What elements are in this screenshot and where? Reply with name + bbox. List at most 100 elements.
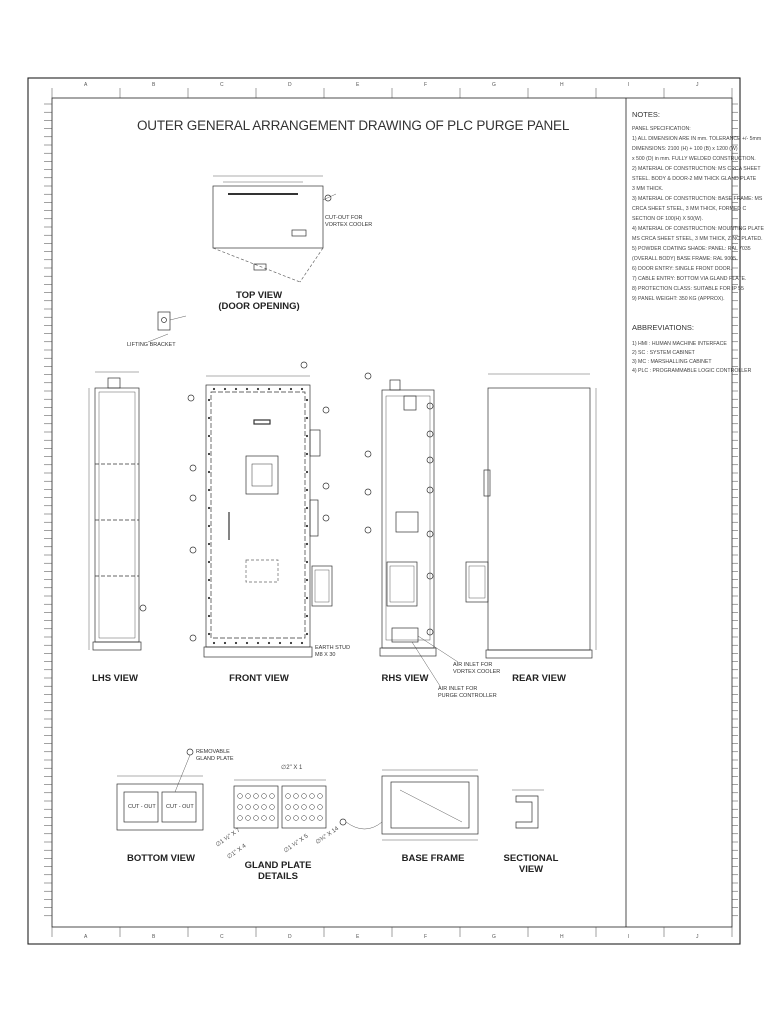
front-bolt-dot	[300, 387, 304, 391]
gland-hole	[301, 815, 307, 821]
front-bolt-dot	[256, 387, 260, 391]
label-base-frame: BASE FRAME	[401, 853, 465, 864]
front-bolt-dot	[234, 387, 238, 391]
front-bolt-dot	[212, 641, 216, 645]
gland-hole	[285, 804, 291, 810]
zone-column-label: J	[696, 934, 699, 940]
front-bolt-dot	[245, 641, 249, 645]
gland-hole	[253, 793, 259, 799]
front-bolt-dot	[223, 387, 227, 391]
front-bolt-dot	[256, 641, 260, 645]
gland-hole	[253, 815, 259, 821]
inner-frame	[51, 97, 733, 928]
label-sectional-view: SECTIONAL VIEW	[503, 853, 559, 875]
note-line: 1) ALL DIMENSION ARE IN mm. TOLERANCE +/…	[632, 136, 762, 142]
zone-column-label: I	[628, 82, 630, 88]
gland-hole	[237, 815, 243, 821]
front-bolt-dot	[305, 434, 309, 438]
zone-column-label: B	[152, 82, 156, 88]
front-bolt-dot	[278, 387, 282, 391]
front-bolt-dot	[207, 524, 211, 528]
zone-column-label: H	[560, 82, 564, 88]
callout-air-inlet-purge: AIR INLET FOR PURGE CONTROLLER	[438, 686, 497, 699]
gland-hole	[293, 815, 299, 821]
callout-removable-gland: REMOVABLE GLAND PLATE	[196, 749, 234, 762]
gland-hole	[237, 793, 243, 799]
zone-ticks	[44, 88, 738, 937]
label-front-view: FRONT VIEW	[229, 673, 289, 684]
zone-column-label: D	[288, 82, 292, 88]
note-line: DIMENSIONS: 2100 (H) + 100 (B) x 1200 (W…	[632, 146, 738, 152]
gland-holes	[237, 793, 323, 821]
label-top-view: TOP VIEW (DOOR OPENING)	[218, 290, 300, 312]
zone-column-label: I	[628, 934, 630, 940]
note-line: 9) PANEL WEIGHT: 350 KG (APPROX).	[632, 296, 725, 302]
callout-cutout-vortex: CUT-OUT FOR VORTEX COOLER	[325, 215, 373, 228]
abbreviation-line: 4) PLC : PROGRAMMABLE LOGIC CONTROLLER	[632, 368, 752, 374]
note-line: SECTION OF 100(H) X 50(W).	[632, 216, 703, 222]
zone-column-label: H	[560, 934, 564, 940]
sectional-view-drawing	[512, 789, 544, 829]
gland-hole	[309, 815, 315, 821]
front-bolt-dot	[305, 398, 309, 402]
front-bolt-dot	[300, 641, 304, 645]
note-line: (OVERALL BODY) BASE FRAME: RAL 9005.	[632, 256, 738, 262]
cut-out-right: CUT - OUT	[166, 804, 194, 810]
label-gland-plate: GLAND PLATE DETAILS	[244, 860, 312, 882]
note-line: MS CRCA SHEET STEEL, 3 MM THICK, ZINC PL…	[632, 236, 763, 242]
abbreviation-line: 3) MC : MARSHALLING CABINET	[632, 359, 712, 365]
zone-column-label: F	[424, 82, 428, 88]
front-bolt-dot	[305, 632, 309, 636]
front-bolt-dot	[207, 542, 211, 546]
front-bolt-dot	[207, 596, 211, 600]
front-bolt-dot	[207, 452, 211, 456]
gland-hole	[253, 804, 259, 810]
front-bolt-dot	[305, 470, 309, 474]
notes-heading: NOTES:	[632, 110, 660, 119]
note-line: CRCA SHEET STEEL, 3 MM THICK, FORMED C	[632, 206, 747, 212]
gland-hole	[269, 804, 275, 810]
gland-hole	[317, 804, 323, 810]
gland-hole	[269, 815, 275, 821]
front-bolt-dot	[245, 387, 249, 391]
lifting-bracket-detail	[147, 311, 187, 343]
gland-hole	[237, 804, 243, 810]
callout-earth-stud: EARTH STUD M8 X 30	[315, 645, 351, 658]
gland-hole	[261, 793, 267, 799]
callout-lifting-bracket: LIFTING BRACKET	[127, 342, 176, 348]
front-bolt-dot	[207, 560, 211, 564]
gland-label-2x1: ∅2" X 1	[281, 765, 303, 771]
gland-hole	[245, 815, 251, 821]
front-bolt-dot	[305, 542, 309, 546]
front-bolt-dot	[278, 641, 282, 645]
front-bolt-dot	[305, 524, 309, 528]
zone-column-label: E	[356, 82, 360, 88]
front-bolt-dot	[207, 434, 211, 438]
note-line: x 500 (D) in mm. FULLY WELDED CONSTRUCTI…	[632, 156, 756, 162]
rhs-view-drawing	[364, 372, 459, 687]
front-bolt-dot	[207, 488, 211, 492]
front-bolt-dot	[223, 641, 227, 645]
gland-hole	[309, 793, 315, 799]
gland-hole	[317, 793, 323, 799]
zone-column-label: J	[696, 82, 699, 88]
zone-column-label: B	[152, 934, 156, 940]
note-line: 3 MM THICK.	[632, 186, 664, 192]
label-lhs-view: LHS VIEW	[92, 673, 138, 684]
bottom-view-drawing	[116, 748, 204, 831]
abbreviation-line: 2) SC : SYSTEM CABINET	[632, 350, 695, 356]
front-bolt-dot	[289, 387, 293, 391]
front-bolt-dot	[212, 387, 216, 391]
gland-hole	[285, 793, 291, 799]
gland-plate-drawing	[233, 779, 327, 829]
gland-hole	[301, 793, 307, 799]
zone-column-label: A	[84, 934, 88, 940]
note-line: 7) CABLE ENTRY: BOTTOM VIA GLAND PLATE.	[632, 276, 747, 282]
front-bolt-dot	[267, 641, 271, 645]
front-bolt-dot	[305, 578, 309, 582]
note-line: 2) MATERIAL OF CONSTRUCTION: MS CRCA SHE…	[632, 166, 761, 172]
front-bolt-dot	[207, 632, 211, 636]
note-line: 4) MATERIAL OF CONSTRUCTION: MOUNTING PL…	[632, 226, 764, 232]
front-bolt-dot	[207, 506, 211, 510]
front-view-drawing	[187, 361, 333, 658]
